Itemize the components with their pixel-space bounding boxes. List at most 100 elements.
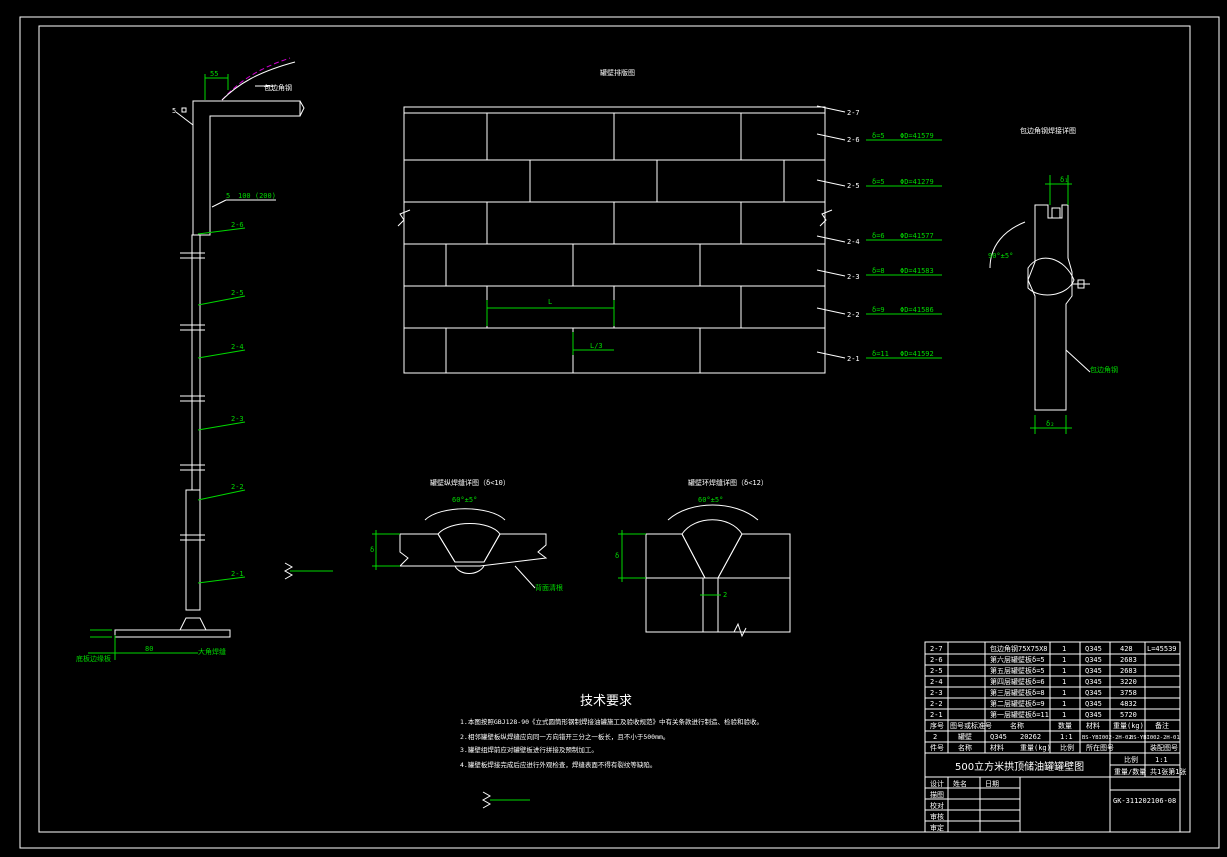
- svg-text:ΦD=41592: ΦD=41592: [900, 350, 934, 358]
- svg-text:Q345: Q345: [1085, 656, 1102, 664]
- tech-line-2: 2.相邻罐壁板纵焊缝应向同一方向错开三分之一板长，且不小于500mm。: [460, 732, 669, 741]
- svg-text:Q345: Q345: [1085, 645, 1102, 653]
- svg-text:2-2: 2-2: [930, 700, 943, 708]
- svg-text:第四层罐壁板δ=6: 第四层罐壁板δ=6: [990, 677, 1045, 686]
- svg-text:2-7: 2-7: [930, 645, 943, 653]
- svg-text:1: 1: [1062, 711, 1066, 719]
- bottom-right-label: 大角焊缝: [198, 647, 226, 656]
- detail-right-title: 包边角钢焊接详图: [1020, 126, 1076, 135]
- layout-title: 罐壁排版图: [600, 68, 635, 77]
- weld-mark-mid: 5: [226, 192, 230, 200]
- svg-text:2-7: 2-7: [847, 109, 860, 117]
- bom-row: 2-4 第四层罐壁板δ=6 1 Q345 3220: [930, 677, 1137, 686]
- detail-a-title: 罐壁纵焊缝详图（δ<10）: [430, 478, 510, 487]
- svg-text:Q345: Q345: [1085, 678, 1102, 686]
- svg-text:428: 428: [1120, 645, 1133, 653]
- svg-text:数量: 数量: [1058, 721, 1072, 730]
- course-specs: δ=5 ΦD=41579 δ=5 ΦD=41279 δ=6 ΦD=41577 δ…: [866, 132, 942, 359]
- detail-a-angle: 60°±5°: [452, 496, 477, 504]
- detail-right: 包边角钢焊接详图 δ₁ 90°±5° δ₂ 包边角钢: [988, 126, 1118, 434]
- svg-text:2-5: 2-5: [930, 667, 943, 675]
- svg-text:2-1: 2-1: [231, 570, 244, 578]
- svg-text:件号: 件号: [930, 743, 944, 752]
- shell-elevation: 55 包边角钢 5 5 100 (200) 2-6 2-5 2-4: [76, 57, 305, 663]
- svg-text:δ=5: δ=5: [872, 178, 885, 186]
- svg-text:1: 1: [1062, 645, 1066, 653]
- bom-row: 2-7 包边角钢75X75X8 1 Q345 428 L=45539: [930, 644, 1177, 653]
- inner-border: [38, 25, 1191, 833]
- layout-leaders: 2-7 2-6 2-5 2-4 2-3 2-2 2-1: [816, 105, 860, 363]
- svg-text:2683: 2683: [1120, 656, 1137, 664]
- svg-text:所在图号: 所在图号: [1086, 743, 1114, 752]
- svg-text:2683: 2683: [1120, 667, 1137, 675]
- svg-text:2-2: 2-2: [847, 311, 860, 319]
- scale-value: 1:1: [1155, 756, 1168, 764]
- detail-a-note: 背面清根: [535, 583, 563, 592]
- svg-text:2-4: 2-4: [930, 678, 943, 686]
- svg-text:4832: 4832: [1120, 700, 1137, 708]
- svg-text:ΦD=41579: ΦD=41579: [900, 132, 934, 140]
- top-dim: 55: [210, 70, 218, 78]
- drawing-title: 500立方米拱顶储油罐罐壁图: [955, 760, 1084, 773]
- detail-right-angle: 90°±5°: [988, 252, 1013, 260]
- roof-label: 包边角钢: [264, 83, 292, 92]
- svg-text:2-6: 2-6: [231, 221, 244, 229]
- svg-text:3220: 3220: [1120, 678, 1137, 686]
- svg-text:2-4: 2-4: [847, 238, 860, 246]
- detail-a-dim: δ: [370, 546, 374, 554]
- svg-text:比例: 比例: [1060, 743, 1074, 752]
- svg-text:2-6: 2-6: [847, 136, 860, 144]
- svg-text:BS-YBI002-2H-01: BS-YBI002-2H-01: [1130, 735, 1180, 741]
- weld-mark-mid-value: 100 (200): [238, 192, 276, 200]
- svg-text:1: 1: [1062, 667, 1066, 675]
- svg-text:L=45539: L=45539: [1147, 645, 1177, 653]
- detail-right-note: 包边角钢: [1090, 365, 1118, 374]
- svg-text:材料: 材料: [1086, 721, 1100, 730]
- svg-text:包边角钢75X75X8: 包边角钢75X75X8: [990, 644, 1048, 653]
- bom-row: 2-2 第二层罐壁板δ=9 1 Q345 4832: [930, 699, 1137, 708]
- svg-text:5720: 5720: [1120, 711, 1137, 719]
- detail-b: 罐壁环焊缝详图（δ<12） 60°±5° δ 2: [615, 478, 791, 638]
- svg-text:δ=6: δ=6: [872, 232, 885, 240]
- svg-text:材料: 材料: [990, 743, 1004, 752]
- svg-text:1: 1: [1062, 700, 1066, 708]
- svg-text:1: 1: [1062, 656, 1066, 664]
- drawing-number: GK-311202106-08: [1113, 797, 1176, 805]
- svg-text:重量(kg): 重量(kg): [1113, 722, 1144, 730]
- svg-text:第二层罐壁板δ=9: 第二层罐壁板δ=9: [990, 699, 1045, 708]
- tech-line-1: 1.本图按照GBJ128-90《立式圆筒形钢制焊接油罐施工及验收规范》中有关条款…: [460, 717, 763, 726]
- detail-right-dim-top: δ₁: [1060, 176, 1068, 184]
- svg-text:1: 1: [1062, 678, 1066, 686]
- bom-row: 2-6 第六层罐壁板δ=5 1 Q345 2683: [930, 655, 1137, 664]
- svg-text:第六层罐壁板δ=5: 第六层罐壁板δ=5: [990, 655, 1045, 664]
- svg-text:ΦD=41577: ΦD=41577: [900, 232, 934, 240]
- svg-text:序号: 序号: [930, 721, 944, 730]
- sheet-info: 共1张第1张: [1150, 767, 1186, 776]
- weight-label: 重量/数量: [1114, 767, 1146, 776]
- svg-text:2-1: 2-1: [847, 355, 860, 363]
- detail-b-dim2: 2: [723, 591, 727, 599]
- tech-title: 技术要求: [580, 694, 632, 709]
- svg-text:第五层罐壁板δ=5: 第五层罐壁板δ=5: [990, 666, 1045, 675]
- svg-text:2-2: 2-2: [231, 483, 244, 491]
- weld-symbol-bottom: [481, 791, 530, 809]
- svg-text:2-6: 2-6: [930, 656, 943, 664]
- svg-text:名称: 名称: [958, 743, 972, 752]
- svg-text:3758: 3758: [1120, 689, 1137, 697]
- course-labels: 2-6 2-5 2-4 2-3 2-2 2-1: [197, 221, 246, 584]
- svg-text:第三层罐壁板δ=8: 第三层罐壁板δ=8: [990, 688, 1045, 697]
- svg-text:1:1: 1:1: [1060, 733, 1073, 741]
- svg-text:审核: 审核: [930, 812, 944, 821]
- shell-layout: 罐壁排版图 L L/3 2-7 2-6: [397, 68, 942, 374]
- svg-text:装配图号: 装配图号: [1150, 743, 1178, 752]
- svg-text:Q345: Q345: [1085, 700, 1102, 708]
- svg-text:Q345: Q345: [990, 733, 1007, 741]
- svg-text:δ=11: δ=11: [872, 350, 889, 358]
- svg-text:1: 1: [1062, 689, 1066, 697]
- svg-text:日期: 日期: [985, 780, 999, 788]
- svg-text:校对: 校对: [930, 801, 944, 810]
